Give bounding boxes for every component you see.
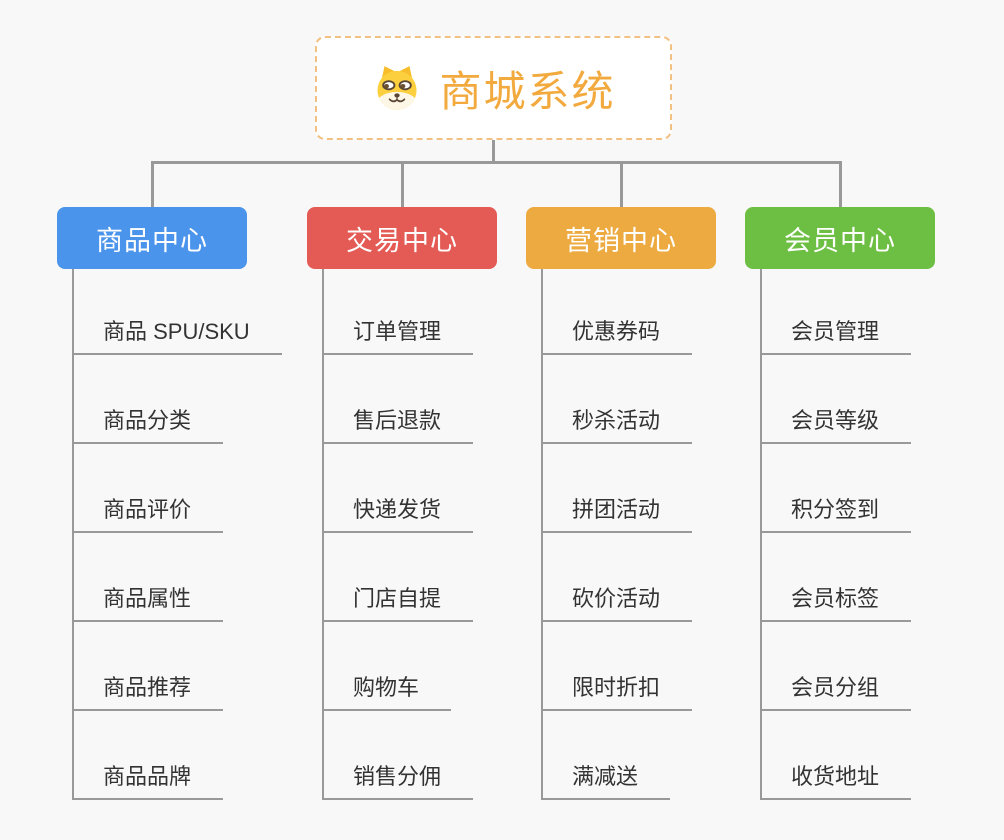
connector-branch-drop [150,161,154,207]
branch-node-2[interactable]: 交易中心 [307,207,497,269]
connector-column-rail [541,269,543,800]
branch-node-3[interactable]: 营销中心 [526,207,716,269]
branch-node-1[interactable]: 商品中心 [57,207,247,269]
shiba-dog-icon [377,66,418,110]
connector-branch-drop [838,161,842,207]
leaf-node[interactable]: 商品品牌 [72,762,224,800]
leaf-node[interactable]: 商品属性 [72,584,224,622]
branch-node-4[interactable]: 会员中心 [745,207,935,269]
leaf-node[interactable]: 优惠券码 [541,317,693,355]
root-title: 商城系统 [439,67,616,115]
leaf-node[interactable]: 商品分类 [72,406,224,444]
connector-column-rail [760,269,762,800]
leaf-node[interactable]: 砍价活动 [541,584,693,622]
leaf-node[interactable]: 商品 SPU/SKU [72,317,282,355]
leaf-node[interactable]: 商品评价 [72,495,224,533]
root-node[interactable]: 商城系统 [315,36,672,140]
leaf-node[interactable]: 会员分组 [760,673,912,711]
leaf-node[interactable]: 销售分佣 [322,762,474,800]
connector-horizontal-bar [150,161,842,164]
leaf-node[interactable]: 满减送 [541,762,671,800]
connector-branch-drop [400,161,404,207]
leaf-node[interactable]: 购物车 [322,673,452,711]
connector-root-stem [492,140,495,164]
leaf-node[interactable]: 秒杀活动 [541,406,693,444]
leaf-node[interactable]: 拼团活动 [541,495,693,533]
leaf-node[interactable]: 收货地址 [760,762,912,800]
leaf-node[interactable]: 积分签到 [760,495,912,533]
leaf-node[interactable]: 售后退款 [322,406,474,444]
connector-branch-drop [619,161,623,207]
leaf-node[interactable]: 门店自提 [322,584,474,622]
leaf-node[interactable]: 限时折扣 [541,673,693,711]
leaf-node[interactable]: 会员等级 [760,406,912,444]
leaf-node[interactable]: 商品推荐 [72,673,224,711]
leaf-node[interactable]: 快递发货 [322,495,474,533]
connector-column-rail [72,269,74,800]
leaf-node[interactable]: 会员标签 [760,584,912,622]
leaf-node[interactable]: 会员管理 [760,317,912,355]
connector-column-rail [322,269,324,800]
leaf-node[interactable]: 订单管理 [322,317,474,355]
